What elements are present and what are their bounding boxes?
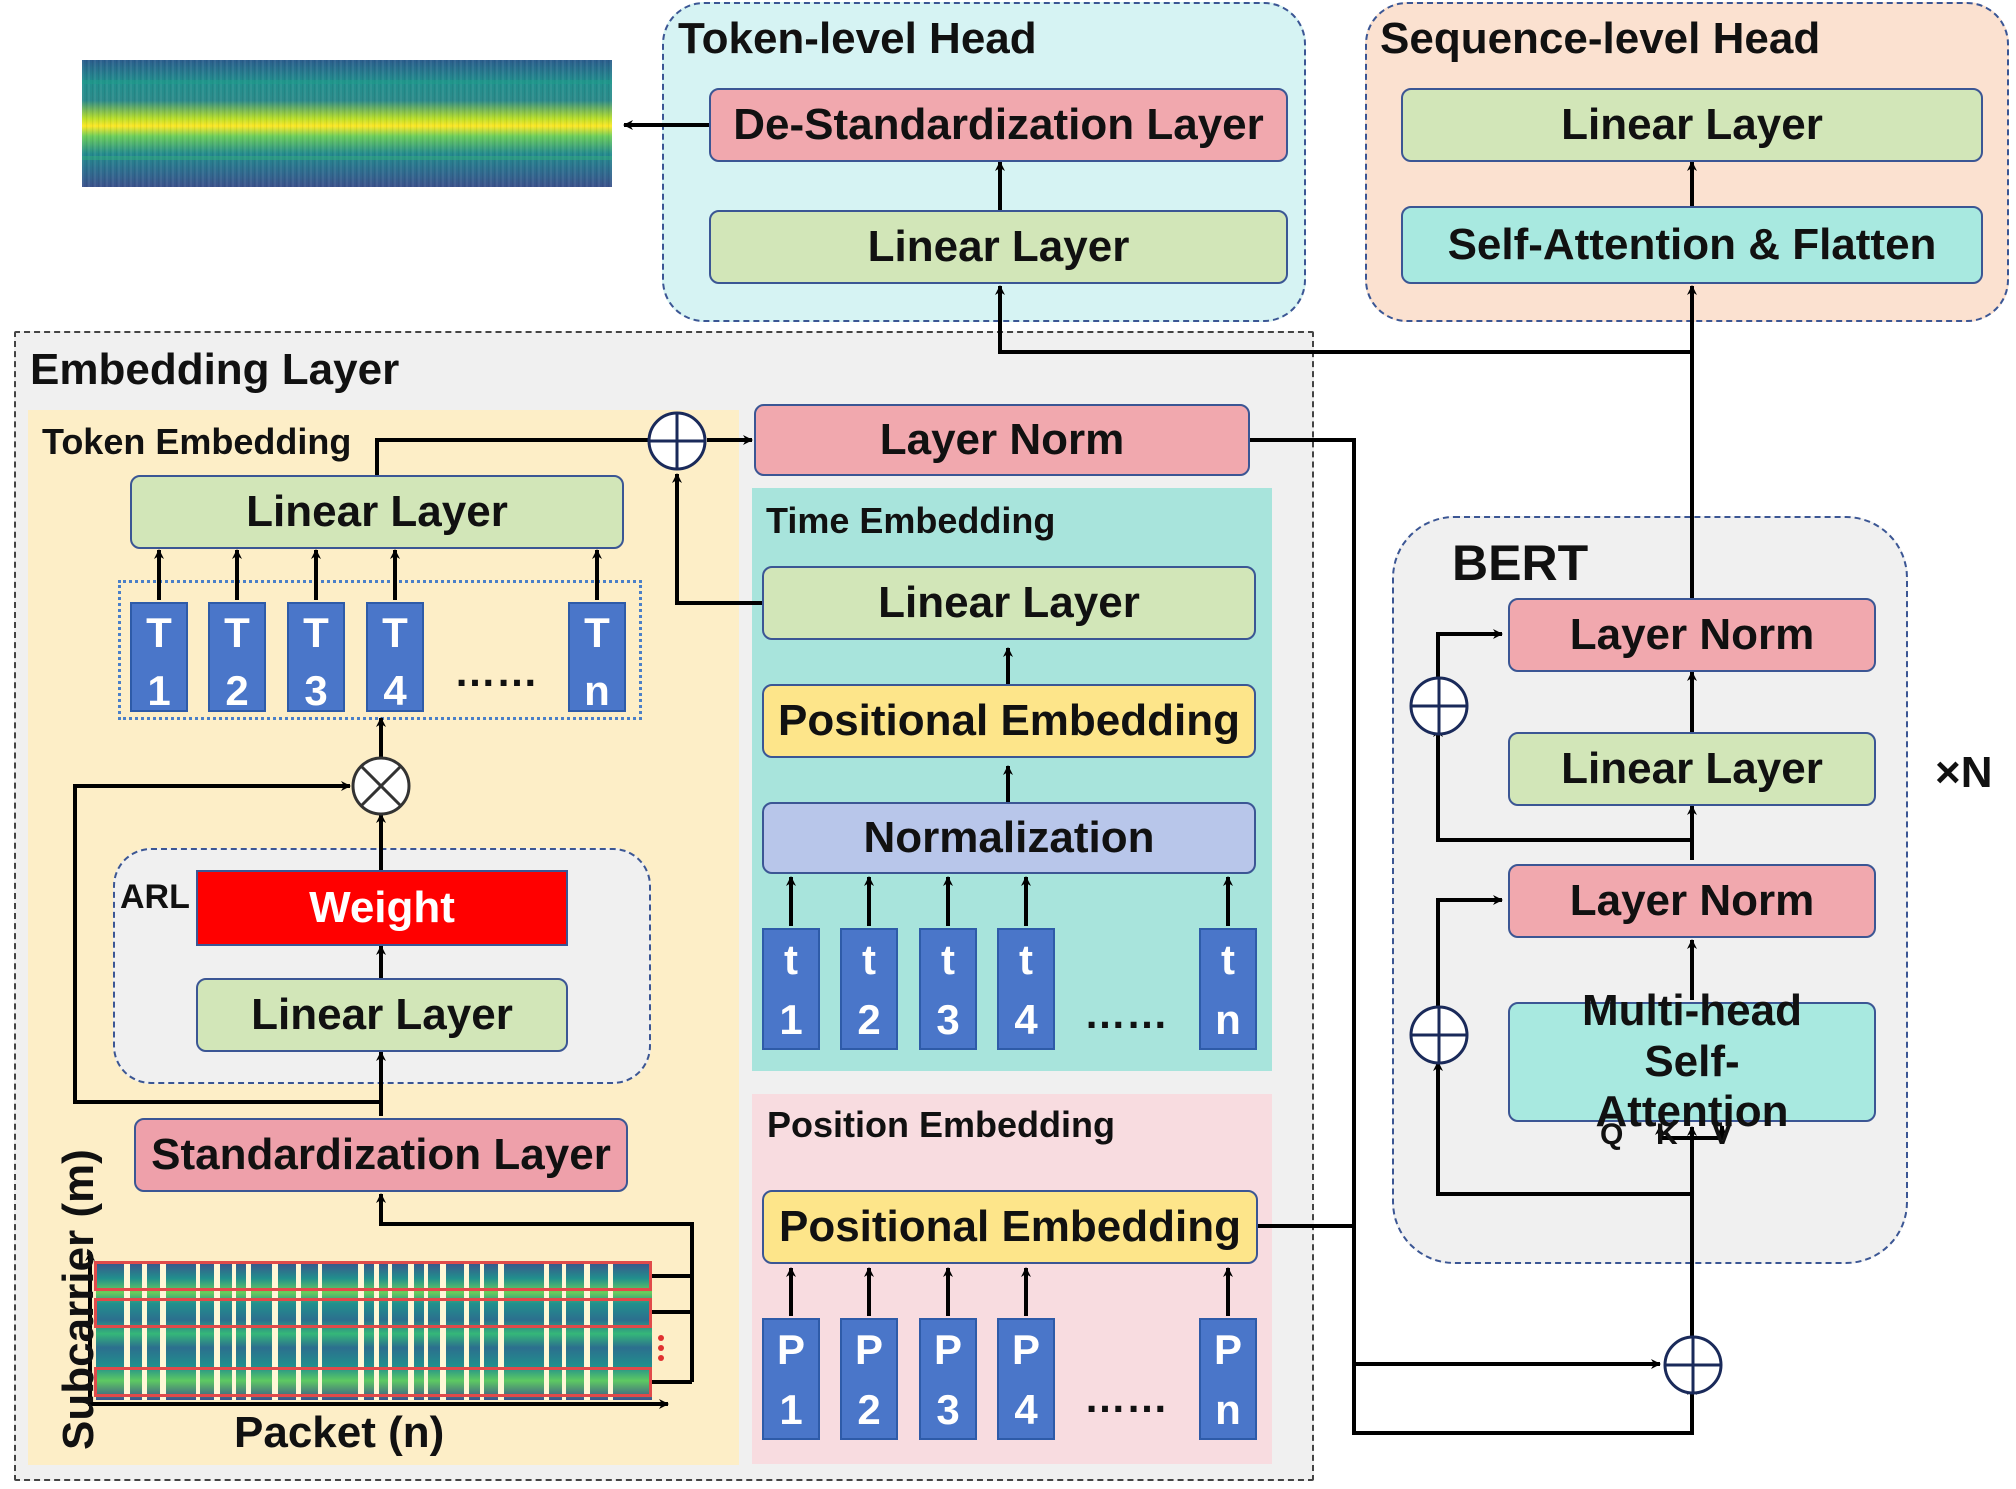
position-token-column: P 2 xyxy=(840,1318,898,1440)
token-index: 2 xyxy=(857,1386,881,1433)
token-embedding-linear-layer: Linear Layer xyxy=(130,475,624,549)
token-index: n xyxy=(584,667,610,714)
de-standardization-layer: De-Standardization Layer xyxy=(709,88,1288,162)
packet-axis-label: Packet (n) xyxy=(234,1408,445,1457)
token-letter: P xyxy=(776,1326,805,1373)
token-letter: P xyxy=(1213,1326,1242,1373)
token-letter: P xyxy=(933,1326,962,1373)
arl-label: ARL xyxy=(120,878,190,916)
token-dots: …… xyxy=(454,648,538,695)
token-index: 1 xyxy=(779,1386,803,1433)
token-letter: P xyxy=(1011,1326,1040,1373)
bert-layer-norm-top: Layer Norm xyxy=(1508,598,1876,672)
sequence-level-head-title: Sequence-level Head xyxy=(1380,14,1821,63)
csi-row-highlight xyxy=(94,1298,652,1328)
key-label: K xyxy=(1656,1118,1678,1151)
time-token-dots: …… xyxy=(1084,990,1168,1037)
add-operator-icon xyxy=(1663,1335,1723,1395)
token-letter: t xyxy=(862,936,876,983)
subcarrier-axis-label: Subcarrier (m) xyxy=(54,1149,103,1450)
token-column: T n xyxy=(568,602,626,714)
repeat-n-label: ×N xyxy=(1935,748,1993,797)
token-level-head-title: Token-level Head xyxy=(678,14,1037,63)
position-embedding-title: Position Embedding xyxy=(767,1104,1115,1145)
token-letter: t xyxy=(1019,936,1033,983)
bert-title: BERT xyxy=(1452,535,1589,591)
token-index: 3 xyxy=(936,1386,960,1433)
token-letter: t xyxy=(1221,936,1235,983)
time-positional-embedding: Positional Embedding xyxy=(762,684,1256,758)
token-embedding-title: Token Embedding xyxy=(42,421,352,462)
position-token-column: P 4 xyxy=(997,1318,1055,1440)
time-token-column: t 2 xyxy=(840,928,898,1050)
add-operator-icon xyxy=(1409,1005,1469,1065)
time-embedding-linear-layer: Linear Layer xyxy=(762,566,1256,640)
time-token-column: t 3 xyxy=(919,928,977,1050)
csi-row-highlight xyxy=(94,1261,652,1291)
token-column: T 3 xyxy=(287,602,345,714)
token-index: n xyxy=(1215,1386,1241,1433)
token-index: 4 xyxy=(1014,996,1038,1043)
token-letter: t xyxy=(941,936,955,983)
multi-head-self-attention: Multi-head Self-Attention xyxy=(1508,986,1876,1136)
token-letter: T xyxy=(146,609,172,656)
standardization-layer: Standardization Layer xyxy=(134,1118,628,1192)
token-index: 2 xyxy=(225,667,249,714)
token-letter: T xyxy=(303,609,329,656)
csi-row-highlight xyxy=(94,1367,652,1397)
arl-linear-layer: Linear Layer xyxy=(196,978,568,1052)
token-letter: T xyxy=(224,609,250,656)
token-index: 2 xyxy=(857,996,881,1043)
position-token-dots: …… xyxy=(1084,1374,1168,1421)
time-token-column: t 1 xyxy=(762,928,820,1050)
add-operator-icon xyxy=(647,411,707,471)
bert-layer-norm-mid: Layer Norm xyxy=(1508,864,1876,938)
position-token-column: P 3 xyxy=(919,1318,977,1440)
token-letter: T xyxy=(382,609,408,656)
time-normalization: Normalization xyxy=(762,802,1256,874)
token-index: 3 xyxy=(936,996,960,1043)
token-letter: P xyxy=(854,1326,883,1373)
self-attention-flatten-layer: Self-Attention & Flatten xyxy=(1401,206,1983,284)
token-index: 1 xyxy=(147,667,171,714)
position-token-column: P n xyxy=(1199,1318,1257,1440)
seq-head-linear-layer: Linear Layer xyxy=(1401,88,1983,162)
value-label: V xyxy=(1712,1118,1733,1151)
token-head-linear-layer: Linear Layer xyxy=(709,210,1288,284)
output-heatmap-image xyxy=(82,60,612,187)
position-token-column: P 1 xyxy=(762,1318,820,1440)
multiply-operator-icon xyxy=(351,756,411,816)
embedding-layer-norm: Layer Norm xyxy=(754,404,1250,476)
time-token-column: t n xyxy=(1199,928,1257,1050)
embedding-layer-title: Embedding Layer xyxy=(30,345,400,394)
position-positional-embedding: Positional Embedding xyxy=(762,1190,1258,1264)
bert-linear-layer: Linear Layer xyxy=(1508,732,1876,806)
time-embedding-title: Time Embedding xyxy=(766,500,1056,541)
add-operator-icon xyxy=(1409,676,1469,736)
token-letter: T xyxy=(584,609,610,656)
token-index: 4 xyxy=(383,667,407,714)
arl-weight: Weight xyxy=(196,870,568,946)
token-letter: t xyxy=(784,936,798,983)
token-column: T 1 xyxy=(130,602,188,714)
token-index: 1 xyxy=(779,996,803,1043)
token-column: T 2 xyxy=(208,602,266,714)
token-index: 4 xyxy=(1014,1386,1038,1433)
csi-input-heatmap-image xyxy=(96,1262,652,1400)
token-index: n xyxy=(1215,996,1241,1043)
time-token-column: t 4 xyxy=(997,928,1055,1050)
token-index: 3 xyxy=(304,667,328,714)
query-label: Q xyxy=(1600,1118,1624,1151)
token-column: T 4 xyxy=(366,602,424,714)
